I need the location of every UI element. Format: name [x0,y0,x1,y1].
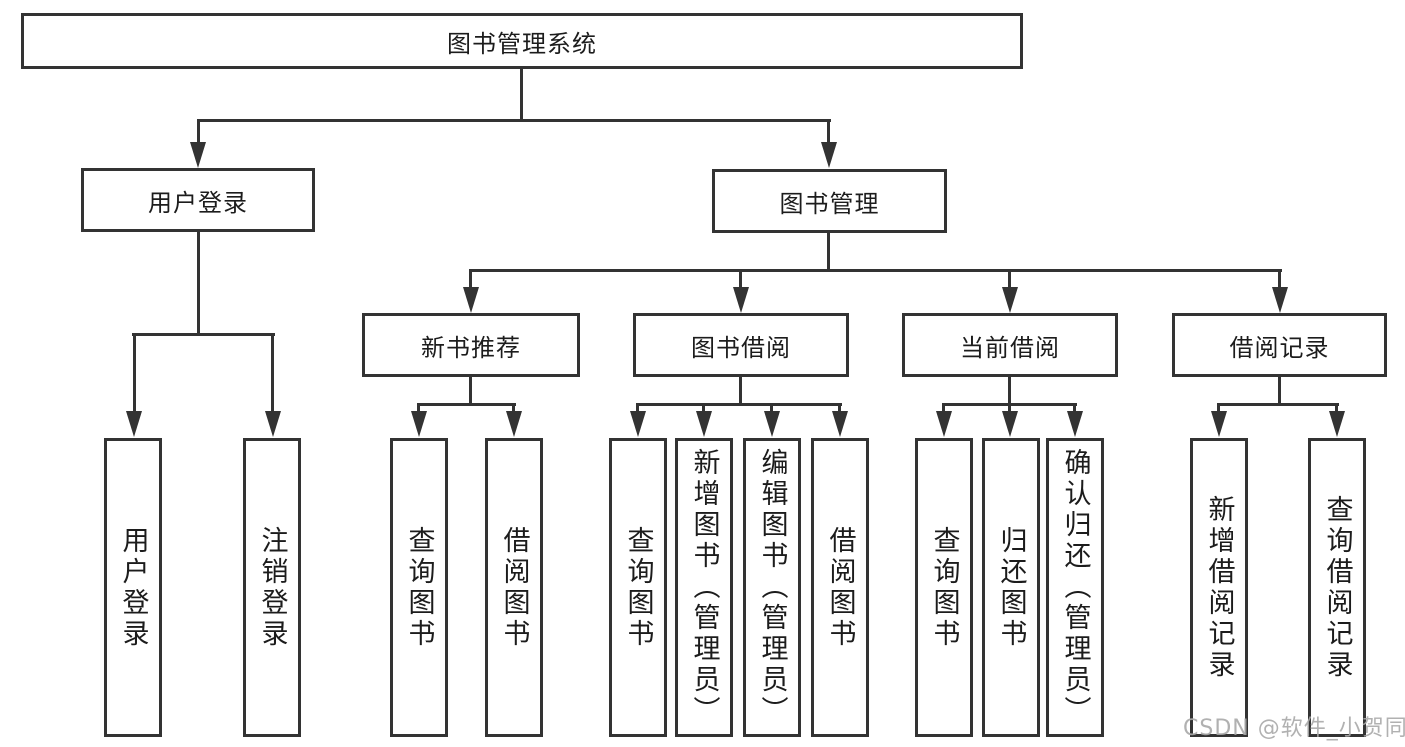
connector-line [197,119,831,122]
connector-line [469,269,472,289]
arrow-down-icon [764,411,780,437]
leaf-borrow-books: 借阅图书 [811,438,869,737]
connector-line [512,403,515,413]
node-root-label: 图书管理系统 [447,29,597,58]
arrow-down-icon [821,142,837,168]
arrow-down-icon [506,411,522,437]
connector-line [132,333,275,336]
leaf-query-books-current-label: 查询图书 [928,525,960,650]
connector-line [827,233,830,271]
connector-line [271,333,274,413]
connector-line [838,403,841,413]
watermark: CSDN @软件_小贺同学 [1183,716,1405,741]
leaf-confirm-return-admin: 确认归还（管理员） [1046,438,1104,737]
connector-line [739,269,742,289]
connector-line [1217,403,1220,413]
leaf-logout-label: 注销登录 [256,525,288,650]
connector-line [637,403,842,406]
connector-line [520,69,523,122]
leaf-add-borrow-record-label: 新增借阅记录 [1203,494,1235,681]
node-new-book-recommend: 新书推荐 [362,313,580,377]
arrow-down-icon [1329,411,1345,437]
connector-line [197,119,200,144]
leaf-return-book-label: 归还图书 [995,525,1027,650]
connector-line [1278,269,1281,289]
node-book-management: 图书管理 [712,169,947,233]
leaf-logout: 注销登录 [243,438,301,737]
connector-line [636,403,639,413]
leaf-query-borrow-record: 查询借阅记录 [1308,438,1366,737]
connector-line [469,377,472,405]
leaf-borrow-books-label: 借阅图书 [824,525,856,650]
arrow-down-icon [265,411,281,437]
connector-line [1073,403,1076,413]
leaf-add-borrow-record: 新增借阅记录 [1190,438,1248,737]
arrow-down-icon [733,287,749,313]
connector-line [418,403,516,406]
connector-line [470,269,1282,272]
arrow-down-icon [190,142,206,168]
arrow-down-icon [936,411,952,437]
leaf-query-books-current: 查询图书 [915,438,973,737]
node-book-management-label: 图书管理 [779,189,880,218]
arrow-down-icon [630,411,646,437]
leaf-query-books-recommend-label: 查询图书 [403,525,435,650]
leaf-confirm-return-admin-label: 确认归还（管理员） [1059,448,1091,727]
node-borrow-records-label: 借阅记录 [1229,333,1330,362]
node-user-login-label: 用户登录 [148,188,248,217]
leaf-user-login: 用户登录 [104,438,162,737]
arrow-down-icon [411,411,427,437]
leaf-add-book-admin: 新增图书（管理员） [675,438,733,737]
node-book-borrow-label: 图书借阅 [691,333,791,362]
connector-line [942,403,945,413]
arrow-down-icon [1067,411,1083,437]
leaf-query-books-borrow: 查询图书 [609,438,667,737]
leaf-edit-book-admin: 编辑图书（管理员） [743,438,801,737]
arrow-down-icon [1002,287,1018,313]
leaf-user-login-label: 用户登录 [117,525,149,650]
connector-line [133,333,136,413]
connector-line [417,403,420,413]
arrow-down-icon [1211,411,1227,437]
node-user-login: 用户登录 [81,168,315,232]
connector-line [1008,403,1011,413]
connector-line [702,403,705,413]
leaf-edit-book-admin-label: 编辑图书（管理员） [756,448,788,727]
node-borrow-records: 借阅记录 [1172,313,1387,377]
connector-line [1335,403,1338,413]
arrow-down-icon [1002,411,1018,437]
node-new-book-recommend-label: 新书推荐 [421,333,521,362]
leaf-query-books-recommend: 查询图书 [390,438,448,737]
connector-line [770,403,773,413]
node-current-borrow-label: 当前借阅 [960,333,1060,362]
connector-line [827,119,830,144]
node-current-borrow: 当前借阅 [902,313,1118,377]
connector-line [1008,377,1011,405]
node-root: 图书管理系统 [21,13,1023,69]
arrow-down-icon [1272,287,1288,313]
connector-line [739,377,742,405]
connector-line [1278,377,1281,405]
arrow-down-icon [463,287,479,313]
connector-line [1218,403,1339,406]
node-book-borrow: 图书借阅 [633,313,849,377]
leaf-add-book-admin-label: 新增图书（管理员） [688,448,720,727]
leaf-query-borrow-record-label: 查询借阅记录 [1321,494,1353,681]
arrow-down-icon [126,411,142,437]
connector-line [1008,269,1011,289]
arrow-down-icon [832,411,848,437]
leaf-query-books-borrow-label: 查询图书 [622,525,654,650]
leaf-return-book: 归还图书 [982,438,1040,737]
leaf-borrow-books-recommend-label: 借阅图书 [498,525,530,650]
arrow-down-icon [696,411,712,437]
leaf-borrow-books-recommend: 借阅图书 [485,438,543,737]
connector-line [197,232,200,335]
